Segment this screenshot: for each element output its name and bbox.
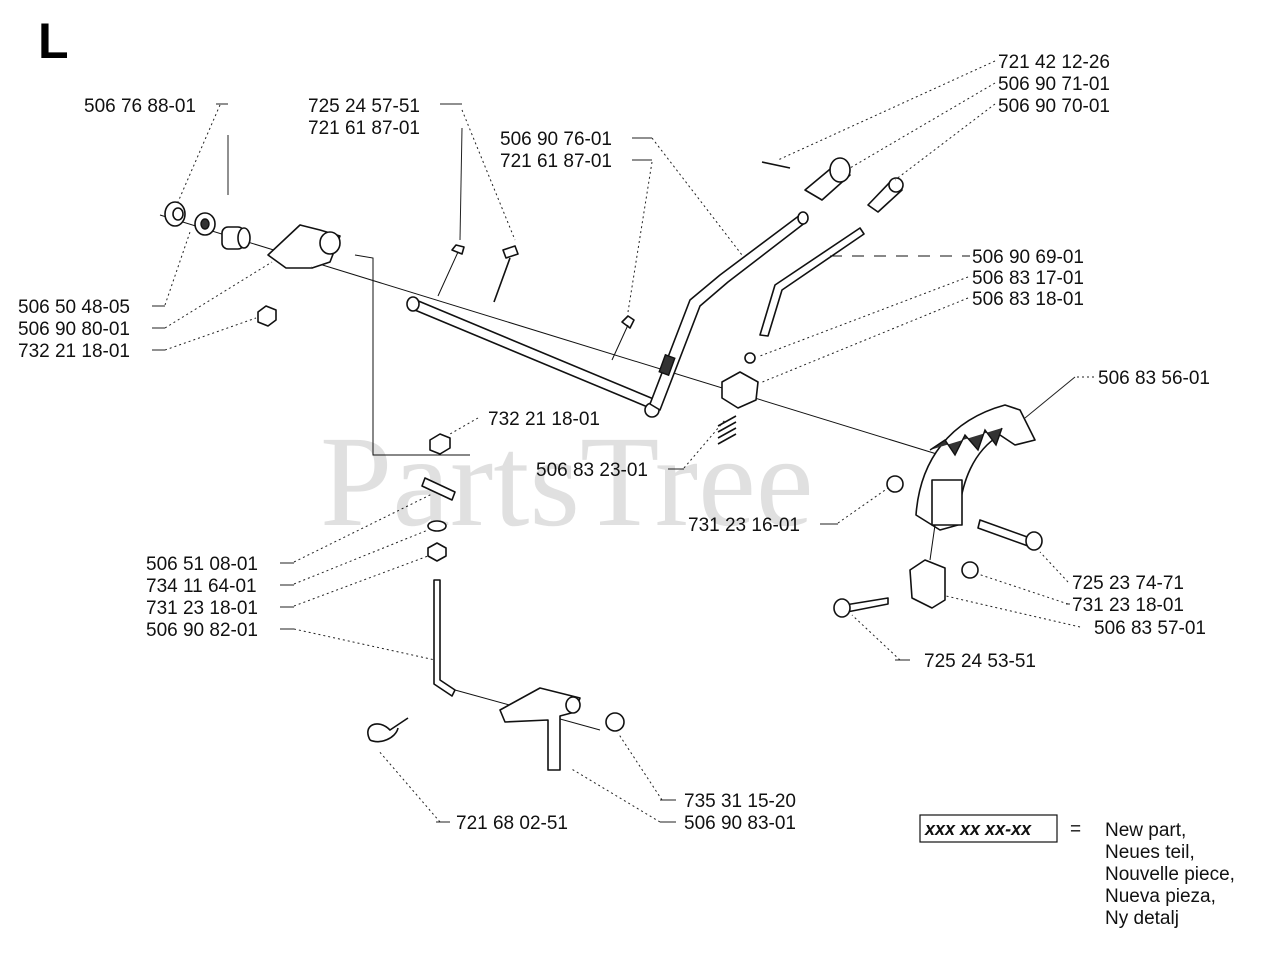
part-label: 731 23 16-01	[688, 515, 800, 536]
part-label: 725 23 74-71	[1072, 573, 1184, 594]
part-label: 506 83 56-01	[1098, 368, 1210, 389]
legend-equals: =	[1070, 819, 1081, 840]
main-rod-part	[409, 299, 657, 409]
part-label: 725 24 57-51	[308, 96, 420, 117]
nut-part	[257, 305, 277, 327]
part-label: 732 21 18-01	[18, 341, 130, 362]
legend: xxx xx xx-xx = New part, Neues teil, Nou…	[919, 814, 1235, 929]
bolt2-part	[844, 597, 889, 613]
part-label: 506 83 57-01	[1094, 618, 1206, 639]
part-label: 721 61 87-01	[308, 118, 420, 139]
nut-top-part	[429, 433, 451, 455]
bolt-part	[977, 519, 1031, 547]
part-label: 721 61 87-01	[500, 151, 612, 172]
legend-line: New part,	[1105, 820, 1186, 841]
leader-lines	[152, 60, 1094, 823]
part-label: 506 90 83-01	[684, 813, 796, 834]
legend-line: Nueva pieza,	[1105, 886, 1216, 907]
part-label: 506 83 18-01	[972, 289, 1084, 310]
part-label: 506 90 76-01	[500, 129, 612, 150]
legend-code-box	[919, 814, 1058, 843]
pin-part	[421, 477, 456, 501]
part-label: 506 90 82-01	[146, 620, 258, 641]
part-label: 735 31 15-20	[684, 791, 796, 812]
part-label: 731 23 18-01	[146, 598, 258, 619]
legend-line: Neues teil,	[1105, 842, 1195, 863]
part-label: 732 21 18-01	[488, 409, 600, 430]
part-label: 731 23 18-01	[1072, 595, 1184, 616]
part-label: 734 11 64-01	[146, 576, 257, 597]
part-label: 725 24 53-51	[924, 651, 1036, 672]
part-label: 506 76 88-01	[84, 96, 196, 117]
threaded-rod-part	[433, 579, 456, 697]
part-labels: 506 76 88-01 725 24 57-51 721 61 87-01 5…	[18, 52, 1210, 834]
part-label: 506 83 17-01	[972, 268, 1084, 289]
legend-line: Nouvelle piece,	[1105, 864, 1235, 885]
legend-code: xxx xx xx-xx	[924, 819, 1032, 839]
block-part	[909, 559, 946, 609]
latch-part	[721, 371, 759, 409]
watermark: PartsTree	[320, 410, 814, 554]
part-label: 506 51 08-01	[146, 554, 258, 575]
legend-line: Ny detalj	[1105, 908, 1179, 929]
control-rod-part	[759, 227, 865, 337]
part-label: 506 50 48-05	[18, 297, 130, 318]
clip-part	[367, 717, 409, 743]
part-label: 506 90 80-01	[18, 319, 130, 340]
section-letter: L	[38, 13, 69, 69]
lock-nut-part	[605, 712, 625, 732]
part-label: 721 42 12-26	[998, 52, 1110, 73]
part-label: 721 68 02-51	[456, 813, 568, 834]
part-label: 506 90 69-01	[972, 247, 1084, 268]
part-label: 506 83 23-01	[536, 460, 648, 481]
part-label: 506 90 70-01	[998, 96, 1110, 117]
drawing	[159, 157, 1043, 771]
lower-bracket-part	[499, 687, 581, 771]
part-label: 506 90 71-01	[998, 74, 1110, 95]
